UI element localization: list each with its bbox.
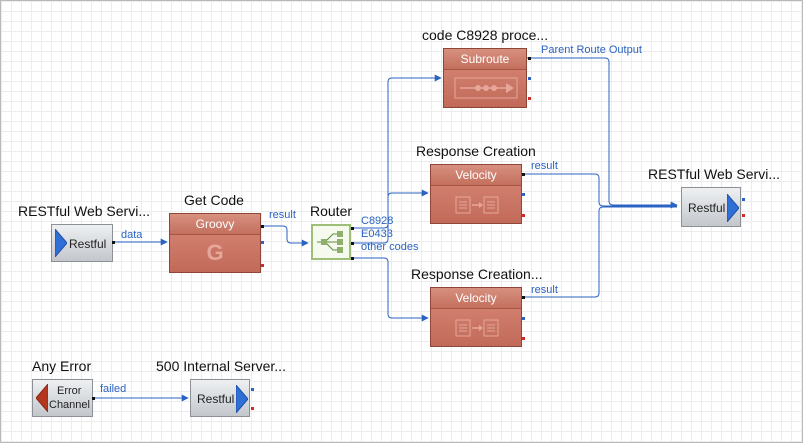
response-creation-2-node[interactable]: Velocity	[430, 287, 522, 347]
subroute-port-mid[interactable]	[528, 77, 531, 80]
response-creation-port-error[interactable]	[522, 214, 525, 217]
restful-in-label: Restful	[69, 237, 107, 251]
subroute-title: code C8928 proce...	[422, 27, 549, 43]
get-code-title: Get Code	[184, 192, 244, 208]
data-label: data	[121, 229, 143, 241]
response-creation-port-out[interactable]	[522, 173, 525, 176]
any-error-label-1: Error	[57, 385, 82, 397]
parent-route-output-label: Parent Route Output	[541, 44, 642, 56]
route-label-e0433: E0433	[361, 228, 393, 240]
template-icon	[455, 196, 499, 214]
response-creation-2-title: Response Creation...	[411, 266, 543, 282]
response-creation-header: Velocity	[431, 165, 521, 186]
any-error-node[interactable]: Error Channel	[32, 379, 93, 417]
error-500-port-error[interactable]	[251, 407, 254, 410]
restful-in-title: RESTful Web Servi...	[18, 203, 151, 219]
router-port-e0433[interactable]	[351, 242, 354, 245]
router-title: Router	[310, 203, 353, 219]
restful-out-port-mid[interactable]	[742, 198, 745, 201]
result-label-velocity-1: result	[531, 160, 558, 172]
subroute-port-out[interactable]	[528, 57, 531, 60]
result-label-velocity-2: result	[531, 284, 558, 296]
wire-velocity1-result[interactable]	[523, 173, 677, 207]
subroute-node[interactable]: Subroute	[443, 48, 527, 108]
router-icon	[317, 231, 343, 253]
router-port-c8928[interactable]	[351, 227, 354, 230]
route-label-c8928: C8928	[361, 215, 394, 227]
any-error-label-2: Channel	[49, 399, 90, 411]
router-node[interactable]	[311, 224, 351, 260]
subroute-port-error[interactable]	[528, 97, 531, 100]
get-code-node[interactable]: Groovy G	[169, 213, 261, 273]
result-label-groovy: result	[269, 209, 296, 221]
get-code-header: Groovy	[170, 214, 260, 235]
route-label-other: other codes	[361, 241, 419, 253]
subroute-icon	[454, 77, 518, 99]
error-arrow-icon	[36, 384, 48, 412]
wire-e0433-to-response[interactable]	[353, 189, 429, 244]
restful-out-port-error[interactable]	[742, 214, 745, 217]
response-creation-2-port-out[interactable]	[522, 296, 525, 299]
response-creation-title: Response Creation	[416, 143, 536, 159]
wire-other-to-response2[interactable]	[353, 257, 429, 322]
any-error-title: Any Error	[32, 358, 92, 374]
error-500-node[interactable]: Restful	[190, 379, 250, 417]
response-creation-port-mid[interactable]	[522, 193, 525, 196]
play-arrow-icon	[236, 385, 248, 413]
get-code-port-mid[interactable]	[261, 241, 264, 244]
restful-out-label: Restful	[688, 201, 726, 215]
get-code-port-out[interactable]	[261, 225, 264, 228]
response-creation-node[interactable]: Velocity	[430, 164, 522, 224]
restful-out-title: RESTful Web Servi...	[648, 166, 781, 182]
failed-label: failed	[100, 383, 127, 395]
router-port-other[interactable]	[351, 257, 354, 260]
response-creation-2-port-error[interactable]	[522, 337, 525, 340]
wire-velocity2-result[interactable]	[523, 206, 677, 298]
get-code-port-error[interactable]	[261, 264, 264, 267]
error-500-label: Restful	[197, 392, 235, 406]
wire-parent-route-output[interactable]	[527, 57, 678, 209]
restful-out-node[interactable]: Restful	[681, 187, 741, 227]
groovy-icon: G	[206, 240, 224, 265]
play-arrow-icon	[727, 194, 739, 222]
play-arrow-icon	[55, 229, 67, 257]
template-icon	[455, 319, 499, 337]
restful-in-port[interactable]	[112, 241, 115, 244]
wire-c8928-to-subroute[interactable]	[353, 74, 442, 229]
response-creation-2-header: Velocity	[431, 288, 521, 309]
error-500-port-mid[interactable]	[251, 388, 254, 391]
response-creation-2-port-mid[interactable]	[522, 317, 525, 320]
any-error-port[interactable]	[92, 397, 95, 400]
subroute-header: Subroute	[444, 49, 526, 70]
wire-result-to-router[interactable]	[263, 225, 309, 247]
error-500-title: 500 Internal Server...	[156, 358, 286, 374]
restful-in-node[interactable]: Restful	[51, 224, 113, 262]
